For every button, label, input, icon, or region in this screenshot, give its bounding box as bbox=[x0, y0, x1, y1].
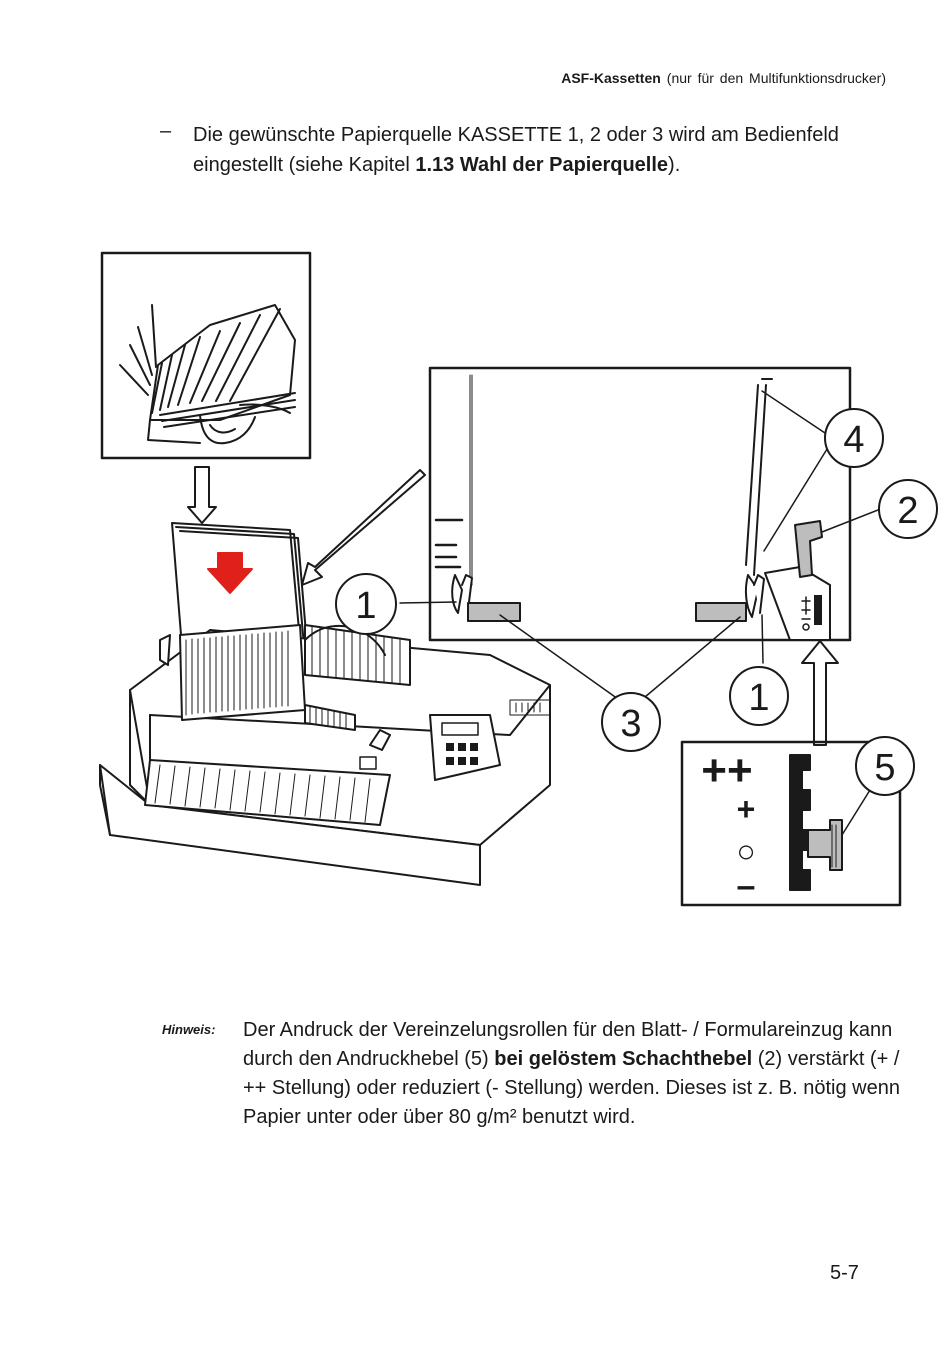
bullet-paragraph: Die gewünschte Papierquelle KASSETTE 1, … bbox=[193, 120, 893, 180]
callout-3: 3 bbox=[620, 703, 641, 745]
printer-illustration: 1 1 2 3 4 5 ++ + ○ – bbox=[90, 245, 938, 930]
red-insert-arrow bbox=[207, 552, 253, 594]
scale-neutral: ○ bbox=[736, 833, 755, 869]
scale-minus: – bbox=[737, 867, 756, 905]
page-header: ASF-Kassetten (nur für den Multifunktions… bbox=[561, 70, 886, 86]
callout-4: 4 bbox=[843, 419, 864, 461]
note-label: Hinweis: bbox=[162, 1022, 216, 1037]
scale-plus-plus: ++ bbox=[701, 746, 752, 795]
note-bold-phrase: bei gelöstem Schachthebel bbox=[494, 1048, 753, 1070]
detail-view bbox=[428, 366, 852, 642]
printer-body bbox=[99, 624, 551, 886]
callout-2: 2 bbox=[897, 490, 918, 532]
scale-plus: + bbox=[737, 791, 756, 827]
callout-1-right: 1 bbox=[748, 677, 769, 719]
header-title: ASF-Kassetten bbox=[561, 70, 661, 86]
bullet-text-1: Die gewünschte Papierquelle KASSETTE 1, … bbox=[193, 124, 839, 176]
note-text-1: Der Andruck der Vereinzelungsrollen für … bbox=[243, 1019, 893, 1070]
paper-guide-right bbox=[695, 602, 747, 622]
note-paragraph: Der Andruck der Vereinzelungsrollen für … bbox=[243, 1016, 903, 1132]
header-subtitle: (nur für den Multifunktionsdrucker) bbox=[666, 70, 886, 86]
paper-guide-left bbox=[467, 602, 521, 622]
bullet-text-2: ). bbox=[668, 154, 681, 176]
callout-5: 5 bbox=[874, 747, 895, 789]
bullet-dash: – bbox=[160, 120, 172, 142]
bullet-chapter-ref: 1.13 Wahl der Papierquelle bbox=[415, 154, 669, 176]
note-text-2: (2) verstärkt (+ / ++ Stellung) oder red… bbox=[243, 1048, 900, 1128]
paper-fanning-inset bbox=[100, 251, 312, 460]
callout-1-left: 1 bbox=[355, 585, 376, 627]
lever-scale-detail bbox=[680, 740, 902, 907]
page-number: 5-7 bbox=[830, 1262, 859, 1284]
